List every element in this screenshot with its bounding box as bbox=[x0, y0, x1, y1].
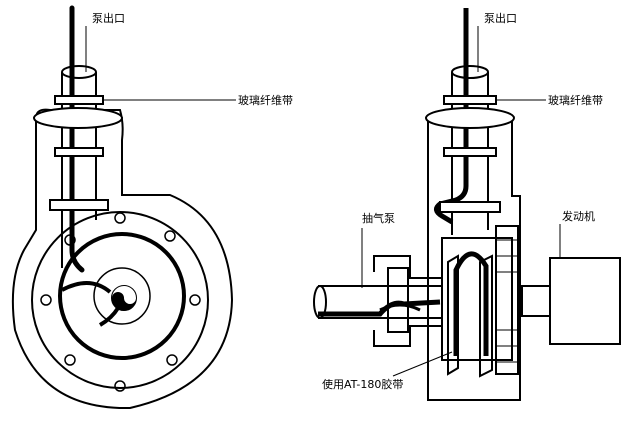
leader-lines bbox=[85, 26, 561, 377]
label-fiberglass-tape-right: 玻璃纤维带 bbox=[548, 93, 603, 107]
label-pump-outlet-right: 泵出口 bbox=[484, 11, 517, 25]
label-pump-outlet-left: 泵出口 bbox=[92, 11, 125, 25]
flange-bolt-holes bbox=[40, 212, 201, 392]
label-engine: 发动机 bbox=[562, 209, 595, 223]
left-view bbox=[11, 5, 234, 410]
label-at180-tape: 使用AT-180胶带 bbox=[322, 377, 403, 391]
label-vacuum-pump: 抽气泵 bbox=[362, 211, 395, 225]
label-fiberglass-tape-left: 玻璃纤维带 bbox=[238, 93, 293, 107]
right-view bbox=[313, 8, 621, 401]
